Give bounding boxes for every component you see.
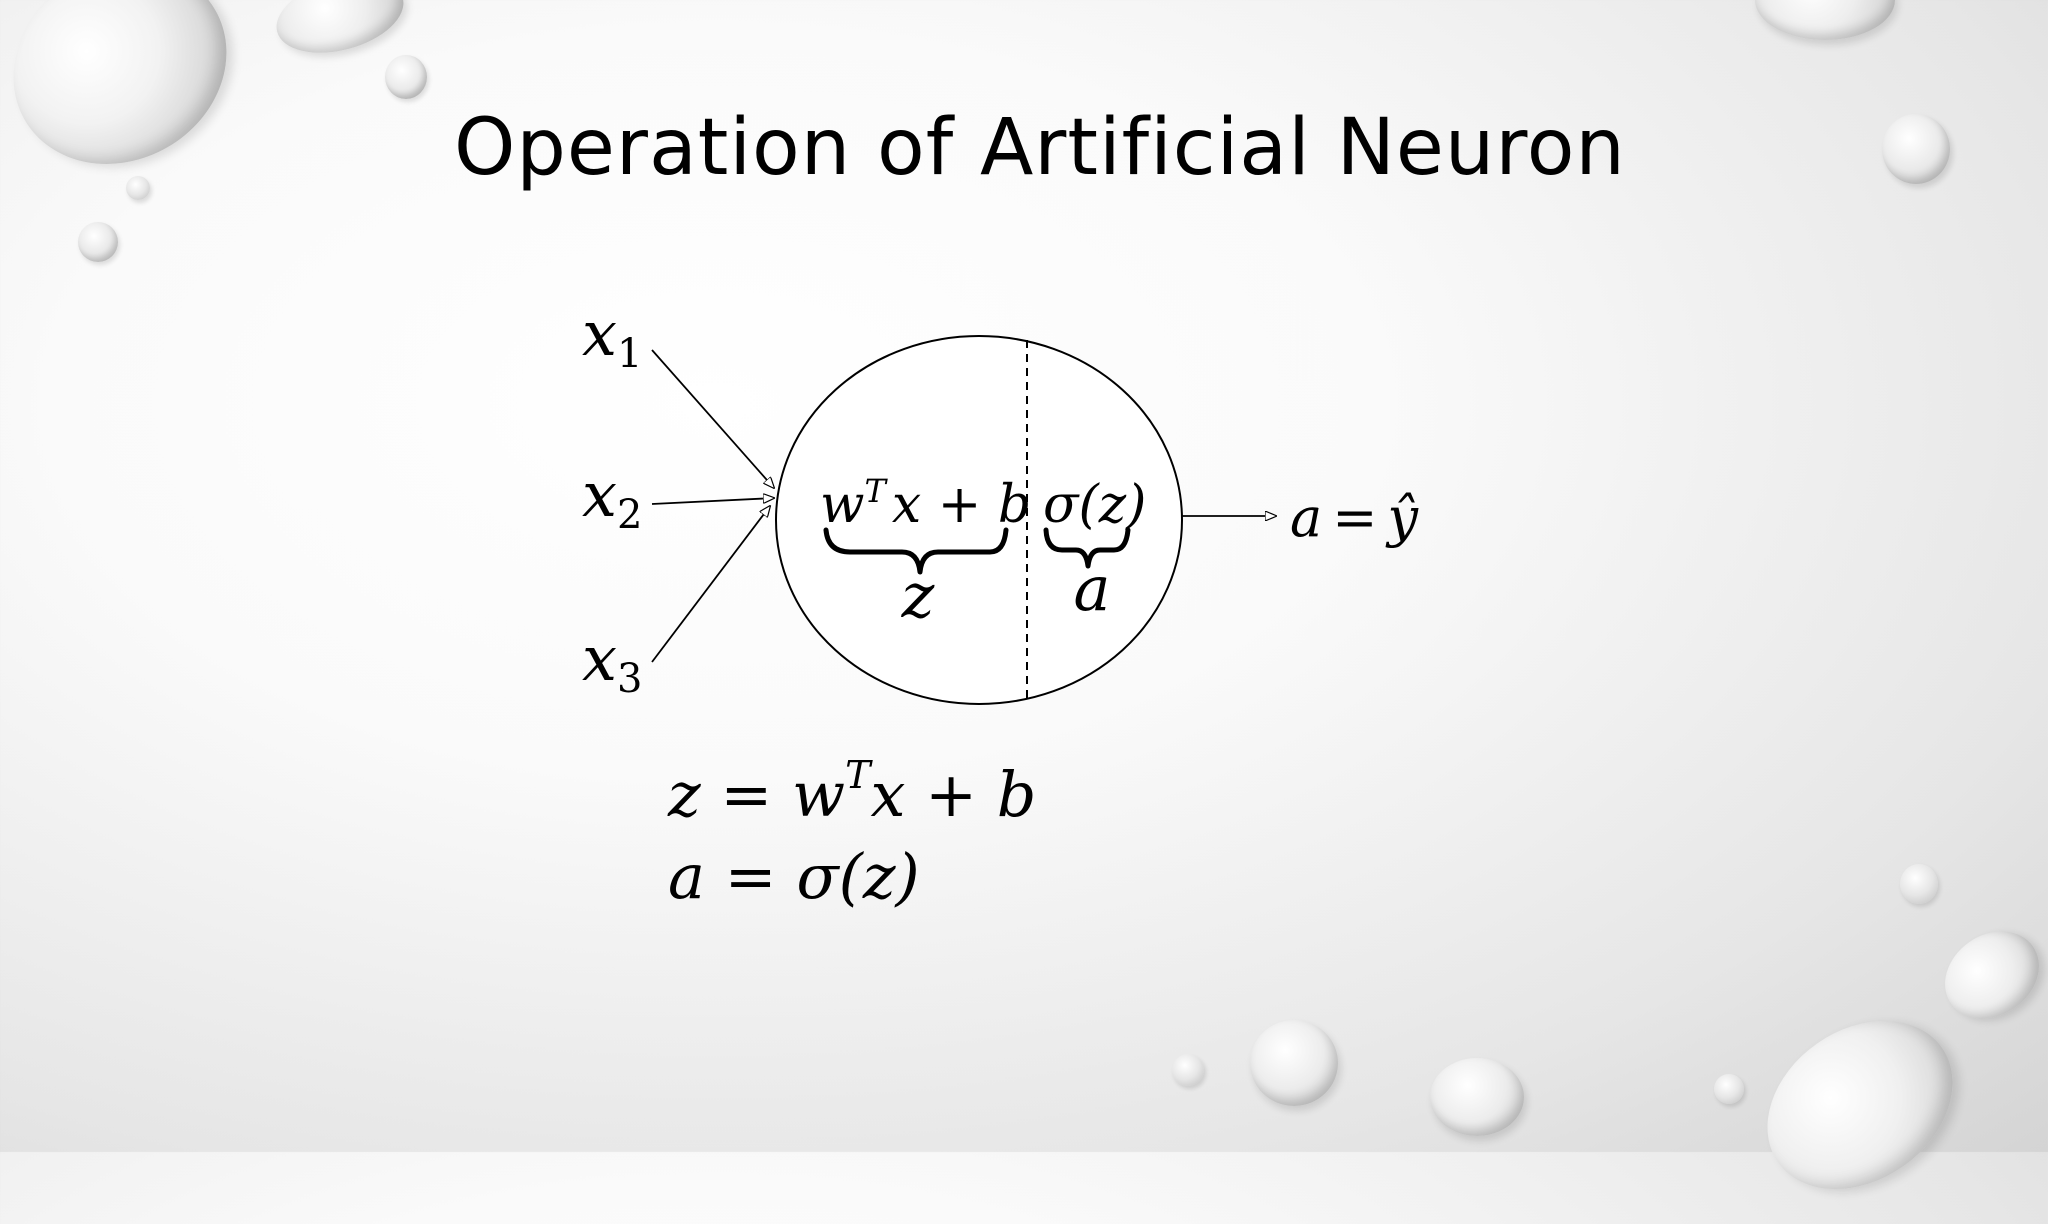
input-label-x1: x1 <box>582 297 642 377</box>
neuron-circle <box>775 335 1183 705</box>
input-arrow-x2 <box>651 498 774 505</box>
input-arrow-x1 <box>651 349 774 488</box>
equation-linear-prefix: z = w <box>668 758 846 831</box>
equation-linear-suffix: x + b <box>870 758 1037 831</box>
water-droplet <box>1250 1020 1338 1106</box>
slide-title: Operation of Artificial Neuron <box>454 103 1626 193</box>
activation-function-label: σ(z) <box>1043 475 1146 535</box>
water-droplet <box>1882 114 1950 184</box>
linear-underbrace <box>823 527 1009 575</box>
water-droplet <box>78 222 118 262</box>
output-label: a=ŷ <box>1290 486 1419 549</box>
water-droplet <box>1430 1058 1524 1136</box>
water-droplet <box>126 176 150 200</box>
water-droplet <box>1900 864 1938 904</box>
water-droplet <box>1172 1054 1204 1086</box>
activation-output-a: a <box>1074 552 1111 625</box>
water-droplet <box>1714 1074 1744 1104</box>
input-label-x3: x3 <box>582 622 642 702</box>
linear-output-z: z <box>901 559 935 632</box>
input-label-x2: x2 <box>582 458 642 538</box>
equation-activation: a = σ(z) <box>668 840 920 913</box>
equation-linear-transpose: T <box>845 753 871 798</box>
water-droplet <box>385 55 427 99</box>
equation-linear: z = wTx + b <box>668 753 1037 831</box>
input-arrow-x3 <box>651 506 770 663</box>
activation-underbrace <box>1043 527 1131 569</box>
